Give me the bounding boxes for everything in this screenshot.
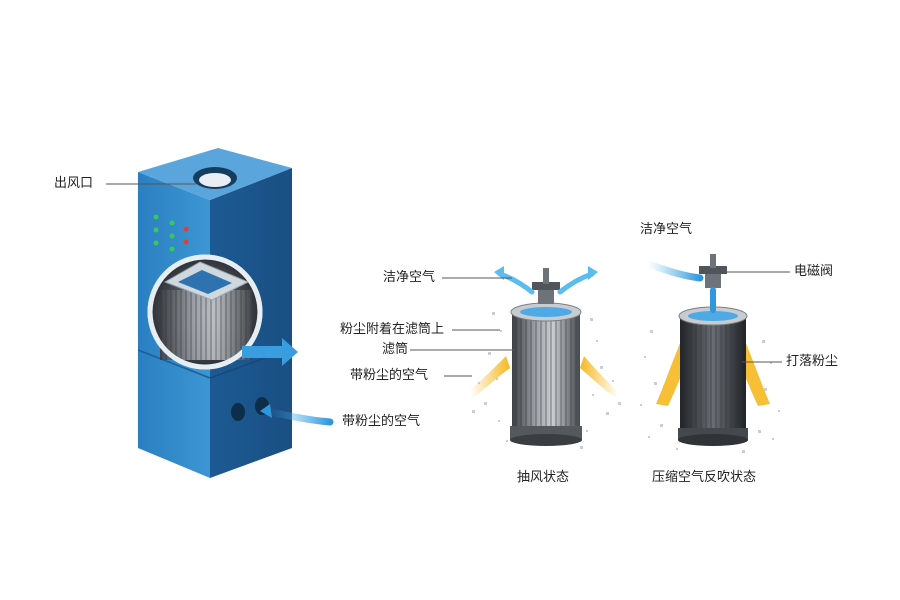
- label-dusty-air-inlet: 带粉尘的空气: [342, 414, 421, 429]
- magnified-view: [147, 254, 263, 370]
- label-filter-cartridge: 滤筒: [382, 342, 409, 357]
- label-dusty-air-filter: 带粉尘的空气: [350, 368, 429, 383]
- label-solenoid-valve: 电磁阀: [794, 264, 834, 279]
- label-dust-on-filter: 粉尘附着在滤筒上: [340, 322, 445, 337]
- leader-lines: [106, 183, 790, 377]
- indicator-lights: [153, 214, 189, 252]
- label-outlet: 出风口: [54, 176, 94, 191]
- dust-collector-cabinet: [137, 148, 334, 478]
- caption-pulse-state: 压缩空气反吹状态: [652, 470, 757, 485]
- filter-pulse-state: [640, 254, 780, 453]
- inlet-hole: [231, 403, 245, 421]
- label-clean-air-left: 洁净空气: [383, 270, 436, 285]
- inlet-airflow: [266, 408, 334, 426]
- direction-arrow: [242, 338, 298, 366]
- label-dislodged-dust: 打落粉尘: [786, 354, 839, 369]
- label-clean-air-right: 洁净空气: [640, 222, 693, 237]
- caption-suction-state: 抽风状态: [517, 470, 570, 485]
- filter-suction-state: [470, 266, 621, 449]
